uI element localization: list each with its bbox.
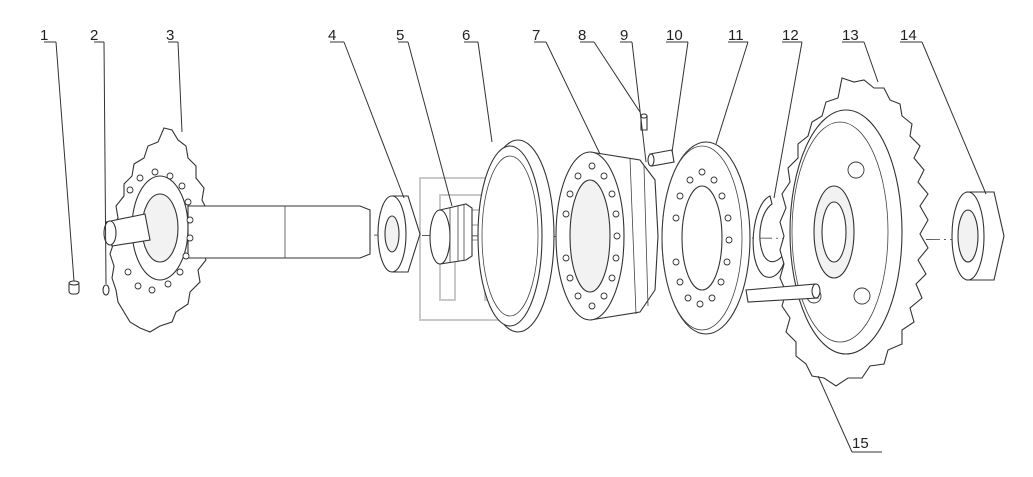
part-3-holes (124, 168, 194, 294)
part-12-snap-ring (752, 195, 787, 278)
callout-6: 6 (462, 27, 470, 44)
callout-8: 8 (578, 27, 586, 44)
part-9-stud (647, 149, 675, 167)
callout-labels: 1 2 3 4 5 6 7 8 9 10 11 12 13 14 15 (40, 27, 917, 452)
part-4-bushing (377, 195, 421, 273)
callout-15: 15 (852, 435, 869, 452)
callout-1: 1 (40, 27, 48, 44)
part-1-plug (68, 280, 80, 295)
callout-14: 14 (900, 27, 917, 44)
callout-2: 2 (90, 27, 98, 44)
callout-12: 12 (782, 27, 799, 44)
part-6-cup-disc (477, 139, 555, 333)
part-15-gear-pin (745, 283, 821, 303)
callout-5: 5 (396, 27, 404, 44)
part-5-spring-sleeve (429, 203, 473, 265)
part-11-holes (672, 168, 733, 308)
part-14-bearing-ring (951, 191, 1005, 281)
part-2-ring (102, 284, 110, 296)
callout-10: 10 (666, 27, 683, 44)
leader-lines (44, 41, 987, 453)
part-11-friction-disc (661, 141, 751, 335)
callout-3: 3 (166, 27, 174, 44)
part-13-large-gear (779, 77, 929, 387)
callout-13: 13 (842, 27, 859, 44)
callout-7: 7 (532, 27, 540, 44)
part-3-shaft-gear (103, 127, 371, 333)
callout-9: 9 (620, 27, 628, 44)
part-7-clutch-hub (555, 151, 659, 321)
part-7-holes (562, 162, 621, 310)
callout-11: 11 (728, 27, 744, 44)
callout-4: 4 (328, 27, 336, 44)
